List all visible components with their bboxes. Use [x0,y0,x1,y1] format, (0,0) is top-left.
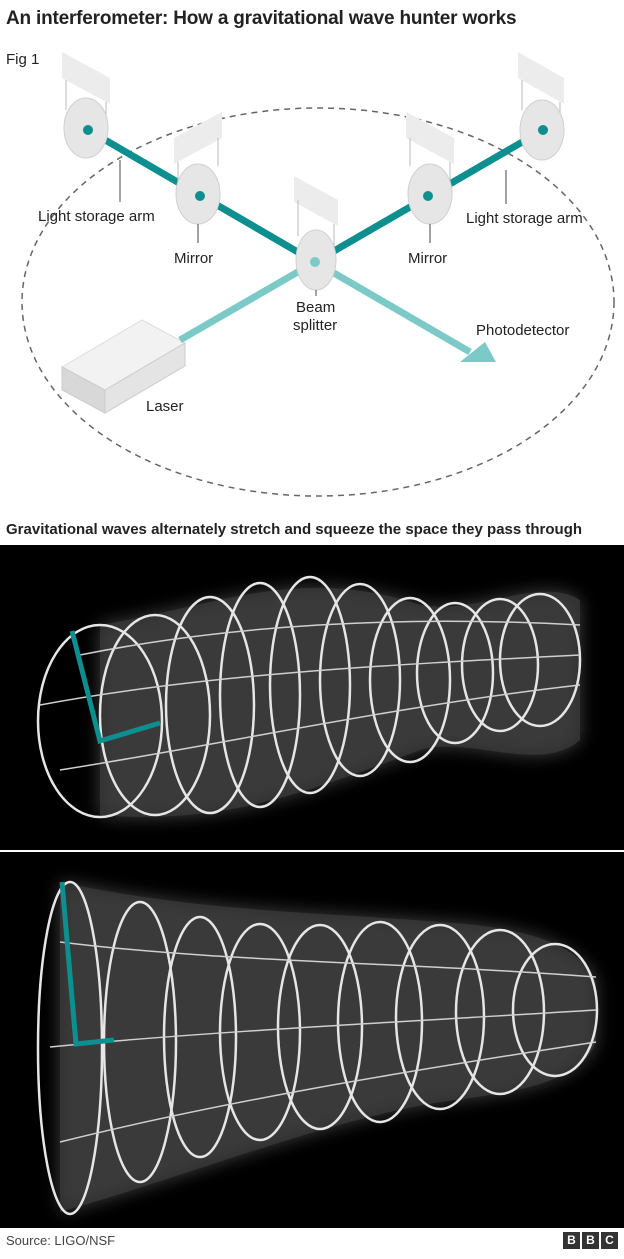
left-inner-mirror [174,112,222,225]
arm-indicator [69,630,161,745]
logo-letter-b2: B [582,1232,599,1249]
laser-beam [178,258,317,344]
section-subtitle: Gravitational waves alternately stretch … [6,521,583,538]
tube-body [60,882,596,1212]
tube-longitudes [39,620,581,771]
tube-longitudes [49,941,597,1143]
logo-letter-c: C [601,1232,618,1249]
source-credit: Source: LIGO/NSF [6,1233,116,1248]
label-beam: Beam [296,299,335,316]
interferometer-svg: Fig 1 [6,51,615,497]
squeeze-illustration [0,852,624,1228]
bbc-logo: B B C [563,1232,618,1249]
tube-rings [36,575,582,819]
label-photodetector: Photodetector [476,322,569,339]
arm-indicator [59,881,115,1047]
label-light-storage-arm-left: Light storage arm [38,208,155,225]
far-right-mirror [518,52,565,161]
label-mirror-right: Mirror [408,250,447,267]
output-beam [313,258,472,356]
stretch-illustration [0,545,624,850]
fig-label: Fig 1 [6,51,39,68]
far-left-mirror [62,52,110,159]
tube-body [100,587,580,817]
interferometer-diagram: Fig 1 [0,40,624,505]
label-laser: Laser [146,398,184,415]
squeeze-svg [36,880,599,1216]
stretch-svg [36,575,582,819]
boundary-ellipse [21,107,615,497]
label-light-storage-arm-right: Light storage arm [466,210,583,227]
label-splitter: splitter [293,317,337,334]
photodetector-arrow [460,342,496,362]
right-inner-mirror [406,112,454,225]
label-mirror-left: Mirror [174,250,213,267]
laser-box [60,319,187,414]
logo-letter-b1: B [563,1232,580,1249]
page-title: An interferometer: How a gravitational w… [6,8,517,29]
beam-splitter [294,176,338,291]
